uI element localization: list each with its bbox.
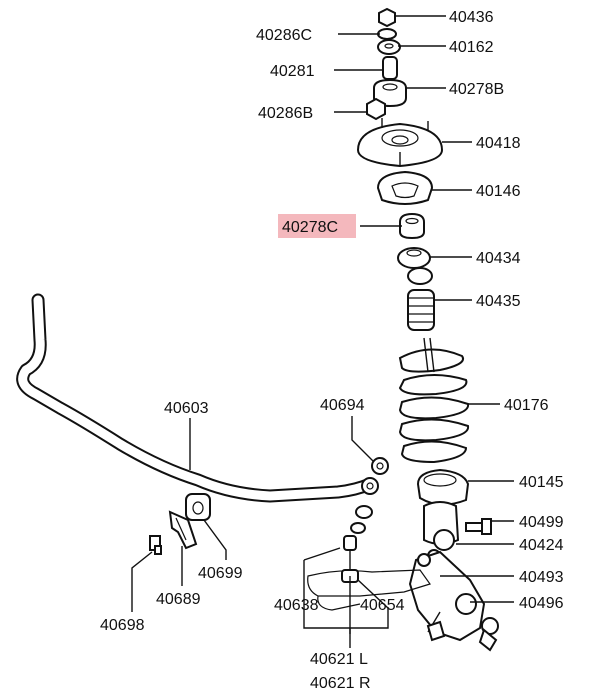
label-40654: 40654 (360, 597, 405, 614)
lower-knuckle (408, 550, 499, 652)
part-40689-bracket (168, 510, 198, 550)
label-40286C: 40286C (256, 27, 312, 44)
label-40499: 40499 (519, 514, 564, 531)
part-40434-seat (397, 247, 431, 269)
part-40698-bolt (149, 535, 162, 555)
part-40162-bushing (377, 39, 401, 55)
label-40278B: 40278B (449, 81, 504, 98)
label-40694: 40694 (320, 397, 365, 414)
part-40435-bumpstop (407, 267, 435, 331)
label-40278C: 40278C (282, 219, 338, 236)
part-40436-nut (378, 7, 396, 28)
part-40621-link (341, 505, 373, 583)
label-40689: 40689 (156, 591, 201, 608)
label-40496: 40496 (519, 595, 564, 612)
label-40162: 40162 (449, 39, 494, 56)
label-40434: 40434 (476, 250, 521, 267)
label-40493: 40493 (519, 569, 564, 586)
label-40286B: 40286B (258, 105, 313, 122)
label-40436: 40436 (449, 9, 494, 26)
label-40603: 40603 (164, 400, 209, 417)
part-40694-bushing (371, 457, 389, 475)
label-40176: 40176 (504, 397, 549, 414)
label-40435: 40435 (476, 293, 521, 310)
label-40145: 40145 (519, 474, 564, 491)
part-40145-strut (416, 468, 470, 563)
part-40699-bushing (185, 493, 211, 521)
leader-lines (131, 15, 514, 648)
label-40638: 40638 (274, 597, 319, 614)
label-40698: 40698 (100, 617, 145, 634)
label-40621R: 40621 R (310, 675, 371, 692)
label-40281: 40281 (270, 63, 315, 80)
part-40281-collar (382, 56, 398, 80)
label-40424: 40424 (519, 537, 564, 554)
callout-labels: 40436 40286C 40162 40281 40278B 40286B 4… (100, 9, 564, 692)
part-40286B-nut (366, 97, 386, 121)
part-40278C-bushing (399, 212, 425, 240)
part-40176-coil-spring (398, 337, 470, 464)
part-40146-insulator (376, 170, 434, 205)
label-40146: 40146 (476, 183, 521, 200)
label-40418: 40418 (476, 135, 521, 152)
highlight-40278C (278, 214, 356, 238)
label-40699: 40699 (198, 565, 243, 582)
label-40621L: 40621 L (310, 651, 368, 668)
part-40603-stabilizer-bar (16, 293, 379, 503)
part-40499-bolt (465, 518, 492, 535)
strut-top-stack (356, 7, 444, 331)
part-40418-mount (356, 118, 444, 168)
lower-arm (307, 569, 431, 611)
part-40286C-washer (377, 28, 397, 40)
